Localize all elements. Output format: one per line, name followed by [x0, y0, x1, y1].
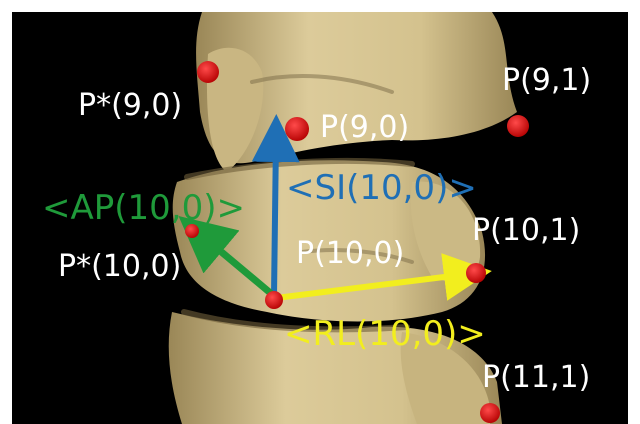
landmark-p-9-0 [285, 117, 309, 141]
label-ap-10-0: <AP(10,0)> [42, 188, 245, 228]
label-p-11-1: P(11,1) [482, 360, 590, 395]
label-p-star-9-0: P*(9,0) [78, 88, 182, 123]
landmark-p-9-1 [507, 115, 529, 137]
spine-diagram: P*(9,0) P(9,0) P(9,1) <AP(10,0)> <SI(10,… [12, 12, 628, 424]
label-p-10-1: P(10,1) [472, 213, 580, 248]
landmark-p-11-1 [480, 403, 500, 423]
label-p-star-10-0: P*(10,0) [58, 249, 181, 284]
landmark-p-star-9-0 [197, 61, 219, 83]
landmark-p-10-0 [265, 291, 283, 309]
landmark-p-10-1 [466, 263, 486, 283]
vertebrae-figure: P*(9,0) P(9,0) P(9,1) <AP(10,0)> <SI(10,… [12, 12, 628, 424]
si-vector-arrow [274, 138, 276, 296]
label-p-10-0: P(10,0) [296, 236, 404, 271]
label-p-9-0: P(9,0) [320, 110, 409, 145]
label-rl-10-0: <RL(10,0)> [284, 314, 486, 354]
label-si-10-0: <SI(10,0)> [286, 168, 477, 208]
label-p-9-1: P(9,1) [502, 63, 591, 98]
